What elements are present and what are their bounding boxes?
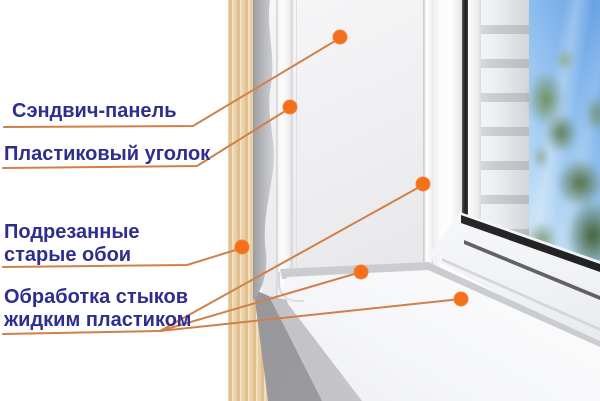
callout-line-joint-2 bbox=[159, 271, 362, 332]
slope-seam-line bbox=[296, 0, 297, 268]
marker-dot-joint-2 bbox=[353, 264, 369, 280]
tree-tip bbox=[552, 45, 578, 75]
label-plastic-corner: Пластиковый уголок bbox=[4, 143, 210, 166]
glazing-seal bbox=[462, 0, 468, 222]
label-text: Сэндвич-панель bbox=[12, 100, 177, 122]
sill-edge-profile bbox=[278, 272, 304, 302]
callout-line-plastic-corner bbox=[2, 107, 291, 169]
label-text-line1: Подрезанные bbox=[4, 221, 140, 243]
plastic-corner-profile bbox=[276, 0, 293, 302]
marker-dot-joint-3 bbox=[453, 291, 469, 307]
label-text: Пластиковый уголок bbox=[4, 143, 211, 165]
tree-branch-right bbox=[580, 88, 600, 140]
glazing-bead bbox=[468, 0, 481, 226]
marker-dot-joint-1 bbox=[415, 176, 431, 192]
label-text-line2: жидким пластиком bbox=[4, 309, 192, 331]
wallpaper-cut-edge bbox=[253, 0, 274, 300]
label-text-line1: Обработка стыков bbox=[4, 286, 189, 308]
callout-line-trimmed-wallpaper bbox=[2, 247, 243, 268]
marker-dot-sandwich-panel bbox=[332, 29, 348, 45]
label-text-line2: старые обои bbox=[4, 244, 132, 266]
callout-line-sandwich-panel bbox=[3, 37, 341, 128]
label-sandwich-panel: Сэндвич-панель bbox=[12, 100, 177, 123]
label-trimmed-wallpaper: Подрезанные старые обои bbox=[4, 221, 140, 267]
callout-line-joint-3 bbox=[159, 298, 462, 332]
tree-twigs bbox=[530, 140, 552, 174]
label-joint-treatment: Обработка стыков жидким пластиком bbox=[4, 286, 191, 332]
marker-dot-trimmed-wallpaper bbox=[234, 239, 250, 255]
slope-frame-joint bbox=[423, 0, 433, 262]
marker-dot-plastic-corner bbox=[282, 99, 298, 115]
